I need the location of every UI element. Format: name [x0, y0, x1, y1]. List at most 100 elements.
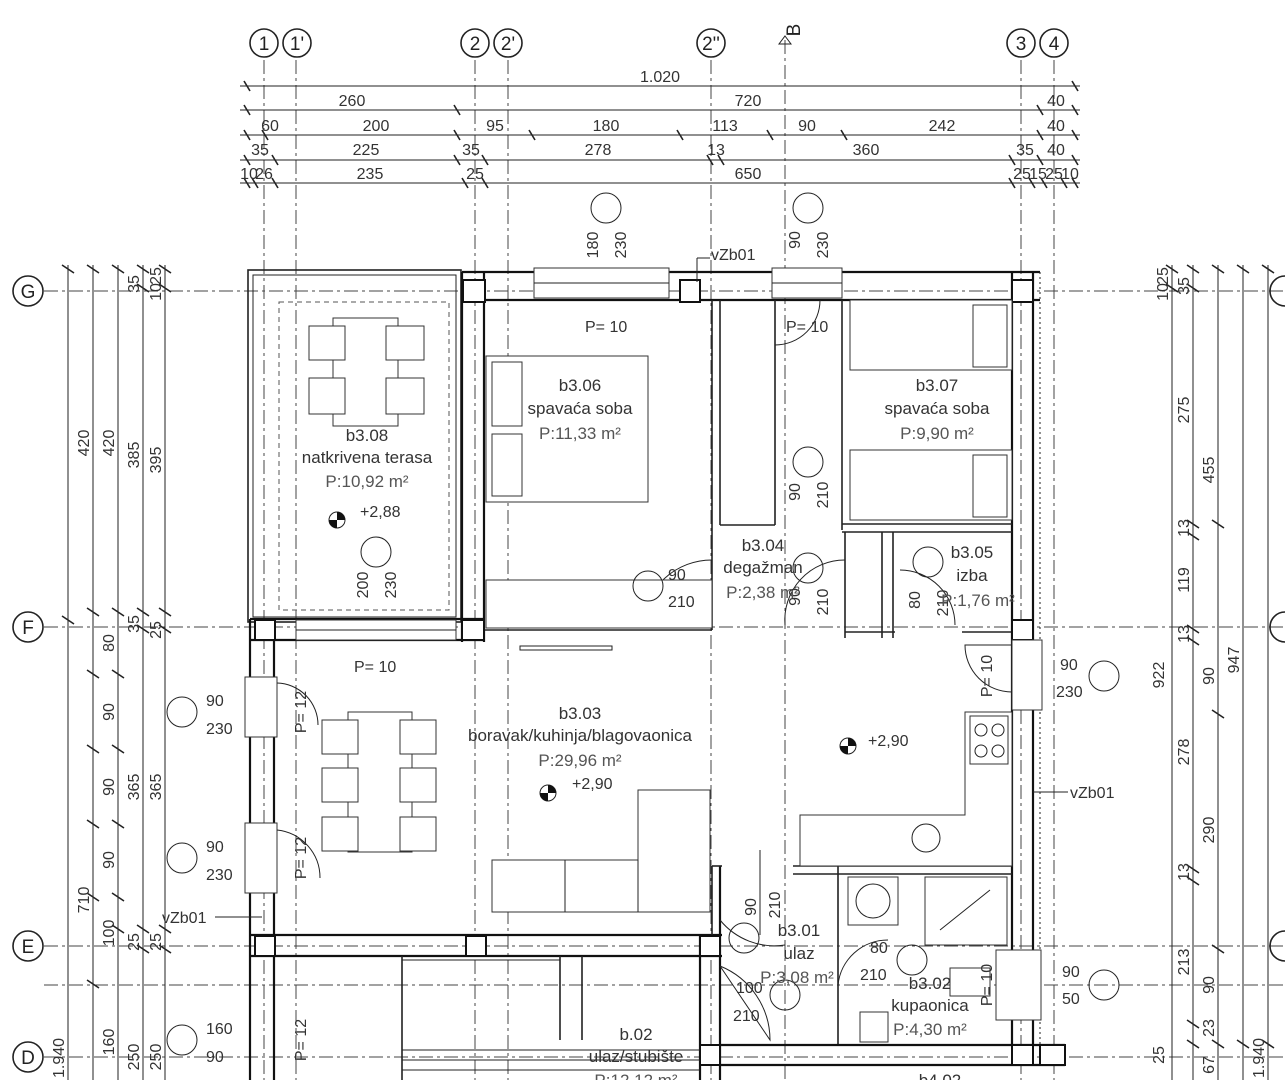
dim-label: 710 — [76, 887, 93, 914]
dim-label: 420 — [76, 430, 93, 457]
room-labels: b3.08 natkrivena terasa P:10,92 m² b3.06… — [302, 376, 1015, 1080]
dim-label: 90 — [101, 851, 118, 869]
dim-label: 278 — [585, 142, 612, 159]
room-name: izba — [956, 566, 988, 585]
room-name: spavaća soba — [885, 399, 990, 418]
wall-type-label: vZb01 — [1070, 785, 1115, 802]
dim-label: 225 — [353, 142, 380, 159]
dim-label: 13 — [1176, 625, 1193, 643]
opening-width: 180 — [585, 232, 602, 259]
dim-label: 180 — [593, 118, 620, 135]
dim-label: 1.940 — [51, 1038, 68, 1078]
vertical-grid-axes — [263, 40, 1055, 1080]
dim-label: 113 — [712, 118, 738, 135]
grid-label-2: 2 — [470, 34, 481, 55]
parapet-label: P= 10 — [979, 655, 996, 697]
dim-label: 365 — [126, 774, 143, 801]
room-area: P:1,76 m² — [941, 591, 1015, 610]
grid-label-2p: 2' — [501, 34, 515, 55]
opening-width: 90 — [668, 567, 686, 584]
opening-height: 230 — [206, 867, 233, 884]
parapet-label: P= 10 — [585, 319, 627, 336]
grid-label-F: F — [22, 618, 34, 639]
room-area: P:9,90 m² — [900, 424, 974, 443]
left-dimension-lines: 420 710 1.940 420 80 90 90 90 100 160 38… — [51, 264, 172, 1080]
dim-label: 25 — [466, 166, 484, 183]
room-name: natkrivena terasa — [302, 448, 433, 467]
dim-label: 90 — [1201, 667, 1218, 685]
dim-label: 365 — [148, 774, 165, 801]
dim-label: 455 — [1201, 457, 1218, 484]
dim-label: 13 — [707, 142, 725, 159]
dim-label: 40 — [1047, 93, 1065, 110]
room-area: P:2,38 m² — [726, 583, 800, 602]
section-marker-label: B — [784, 24, 805, 37]
dim-label: 242 — [929, 118, 956, 135]
right-dimension-lines: 275 13 119 13 90 278 290 13 213 90 23 25… — [1151, 264, 1275, 1080]
dim-label: 35 — [1016, 142, 1034, 159]
wall-type-label: vZb01 — [162, 910, 207, 927]
room-name: ulaz/stubište — [589, 1047, 684, 1066]
top-dimension-lines: 1.020 260 720 40 60 200 95 180 113 90 24… — [240, 69, 1080, 189]
structural-columns — [254, 279, 1066, 1066]
room-code: b3.01 — [778, 921, 821, 940]
opening-size-labels: 180 230 90 230 90 210 200 230 90 210 90 … — [206, 231, 1083, 1066]
dim-label: 360 — [853, 142, 880, 159]
dim-label: 60 — [261, 118, 279, 135]
opening-height: 210 — [733, 1008, 760, 1025]
room-name: ulaz — [783, 944, 814, 963]
opening-width: 160 — [206, 1021, 233, 1038]
dim-label: 160 — [101, 1029, 118, 1056]
dim-label: 25 — [148, 933, 165, 951]
parapet-label: P= 10 — [354, 659, 396, 676]
opening-height: 50 — [1062, 991, 1080, 1008]
room-name: spavaća soba — [528, 399, 633, 418]
opening-height: 210 — [815, 589, 832, 616]
opening-height: 210 — [935, 590, 952, 617]
dim-label: 25 — [1045, 166, 1063, 183]
room-code: b4.02 — [919, 1071, 962, 1080]
furniture — [308, 299, 1013, 1071]
grid-label-G: G — [21, 282, 36, 303]
parapet-labels: P= 10 P= 10 P= 10 P= 10 P= 12 P= 12 P= 1… — [293, 319, 996, 1061]
grid-label-3: 3 — [1016, 34, 1027, 55]
parapet-label: P= 12 — [293, 691, 310, 733]
room-code: b3.08 — [346, 426, 389, 445]
dim-label: 119 — [1176, 567, 1193, 593]
grid-label-E: E — [22, 937, 35, 958]
dim-label: 250 — [148, 1044, 165, 1071]
dim-label: 385 — [126, 442, 143, 469]
dim-label: 90 — [101, 778, 118, 796]
dim-label: 35 — [1176, 277, 1193, 295]
dim-label: 13 — [1176, 863, 1193, 881]
room-area: P:4,30 m² — [893, 1020, 967, 1039]
dim-label: 10 — [1061, 166, 1079, 183]
room-area: P:29,96 m² — [538, 751, 621, 770]
room-code: b3.05 — [951, 543, 994, 562]
level-kitchen: +2,90 — [868, 733, 909, 750]
dim-label: 25 — [148, 267, 165, 285]
dim-label: 922 — [1151, 662, 1168, 689]
grid-bubbles-top: 1 1' 2 2' 2'' 3 4 B — [249, 24, 1069, 58]
wall-type-labels: vZb01 vZb01 vZb01 — [162, 247, 1115, 927]
dim-label: 395 — [148, 447, 165, 474]
opening-height: 230 — [383, 572, 400, 599]
opening-width: 200 — [355, 572, 372, 599]
grid-label-1p: 1' — [290, 34, 304, 55]
dim-label: 278 — [1176, 739, 1193, 766]
dim-label: 25 — [126, 933, 143, 951]
grid-label-4: 4 — [1049, 34, 1060, 55]
dim-label: 15 — [1029, 166, 1047, 183]
dim-label: 25 — [1155, 267, 1172, 285]
opening-width: 90 — [1062, 964, 1080, 981]
room-area: P:3,08 m² — [760, 968, 834, 987]
opening-width: 90 — [206, 839, 224, 856]
opening-width: 80 — [907, 591, 924, 609]
dim-label: 90 — [101, 703, 118, 721]
horizontal-grid-axes: G F E D — [12, 275, 1285, 1073]
opening-width: 90 — [743, 898, 760, 916]
opening-height: 230 — [613, 232, 630, 259]
dim-label: 25 — [1013, 166, 1031, 183]
room-code: b3.02 — [909, 974, 952, 993]
opening-width: 90 — [1060, 657, 1078, 674]
